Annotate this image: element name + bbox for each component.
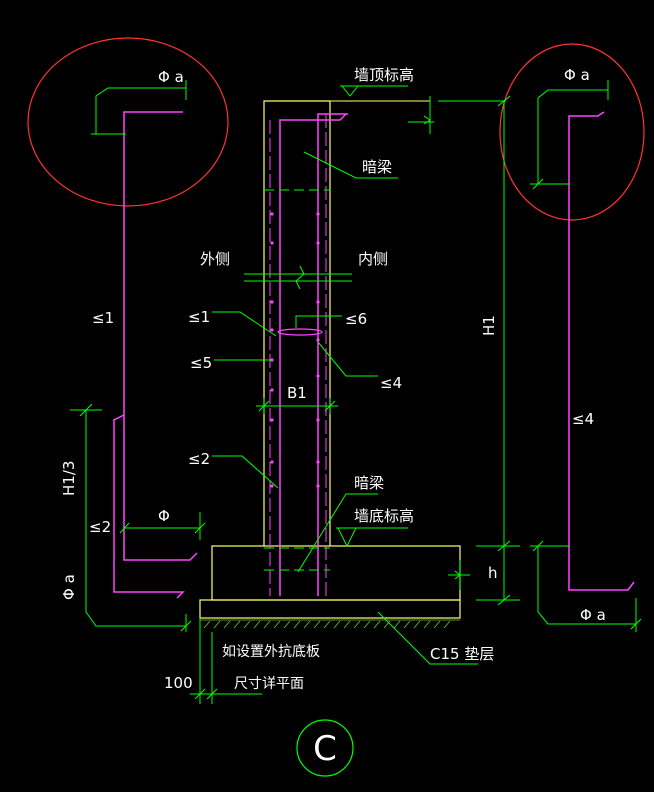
left-bar2-label: ≤2 <box>89 518 111 536</box>
left-bar1-label: ≤1 <box>92 309 114 327</box>
left-top-hook-dim <box>95 87 186 134</box>
left-detail-circle <box>27 37 229 207</box>
section-mark-label: C <box>313 729 337 769</box>
wall-section: 墙顶标高 暗梁 外侧 内侧 ≤1 ≤6 ≤5 ≤4 B1 ≤2 暗梁 <box>164 66 520 777</box>
bar6-label: ≤6 <box>345 310 367 328</box>
anti-float-line1: 如设置外抗底板 <box>222 644 320 660</box>
bar5-label: ≤5 <box>190 354 212 372</box>
left-bar1-shape <box>123 111 198 561</box>
outside-label: 外侧 <box>200 250 230 268</box>
bar2-label: ≤2 <box>188 450 210 468</box>
left-rebar-detail: Φ a ≤1 H1/3 ≤2 Φ Φ a <box>27 37 229 632</box>
right-phi-a-top-label: Φ a <box>564 66 590 84</box>
h-label: h <box>488 564 498 582</box>
section-mark-circle <box>296 719 354 777</box>
right-detail-circle <box>499 43 645 221</box>
tie-bar-6 <box>277 328 323 336</box>
hidden-beam-bottom-label: 暗梁 <box>354 474 384 492</box>
right-bottom-dim <box>537 546 636 625</box>
bar1-label: ≤1 <box>188 308 210 326</box>
footing <box>211 545 461 601</box>
right-bar4-label: ≤4 <box>572 410 594 428</box>
anti-float-line2: 尺寸详平面 <box>234 676 304 692</box>
hidden-beam-top-label: 暗梁 <box>362 158 392 176</box>
bar4-label: ≤4 <box>380 374 402 392</box>
left-phi-a-side-label: Φ a <box>60 574 78 600</box>
c15-cushion <box>199 599 461 619</box>
right-rebar-detail: Φ a ≤4 Φ a <box>499 43 645 632</box>
right-bar4-shape <box>568 111 635 591</box>
wall-top-elevation-label: 墙顶标高 <box>354 66 414 84</box>
right-top-hook-dim <box>537 89 608 184</box>
right-phi-a-bottom-label: Φ a <box>580 606 606 624</box>
dim-100-label: 100 <box>164 674 193 692</box>
left-phi-a-dim <box>85 540 186 627</box>
ground-hatch <box>200 619 460 629</box>
left-bar2-shape <box>113 414 185 599</box>
left-phi-a-top-label: Φ a <box>158 68 184 86</box>
rebar-dots <box>270 212 320 488</box>
wall-bottom-elevation-label: 墙底标高 <box>354 507 414 525</box>
left-phi-label: Φ <box>158 507 170 525</box>
inside-label: 内侧 <box>358 250 388 268</box>
left-h13-label: H1/3 <box>60 461 78 496</box>
h1-label: H1 <box>480 315 498 336</box>
wall-bar-inner <box>317 113 348 596</box>
b1-label: B1 <box>287 384 307 402</box>
wall-bar-outer <box>279 113 347 596</box>
c15-label: C15 垫层 <box>430 645 494 663</box>
